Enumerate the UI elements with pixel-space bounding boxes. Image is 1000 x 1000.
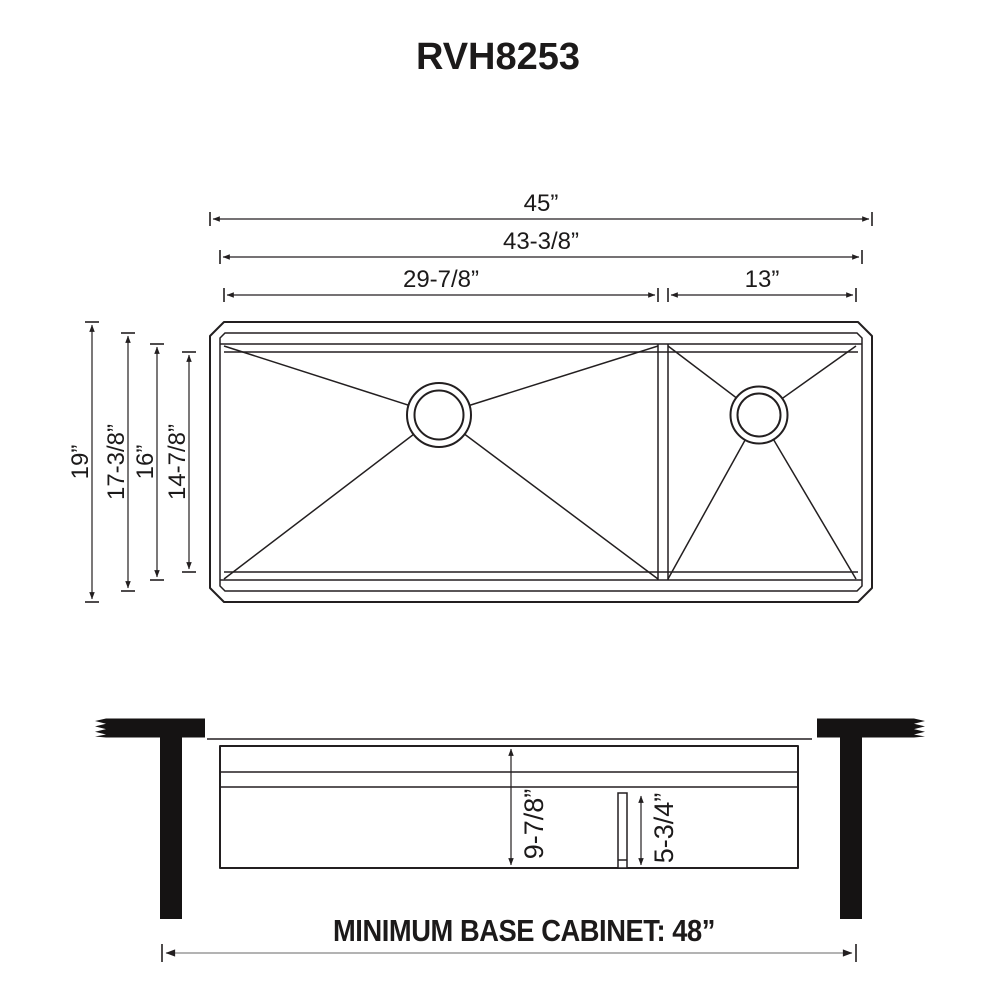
bowl-divider-profile bbox=[617, 792, 628, 869]
cabinet-leg-right bbox=[840, 737, 862, 919]
sink-outer-rim bbox=[209, 321, 873, 603]
page-title: RVH8253 bbox=[416, 36, 580, 78]
dim-label-bowl-depth: 14-7/8” bbox=[164, 424, 191, 500]
dim-label-overall-depth: 19” bbox=[67, 445, 94, 480]
sink-side-view: 9-7/8” 5-3/4” bbox=[95, 718, 925, 919]
left-drain-inner bbox=[413, 389, 465, 441]
dim-label-rim-depth: 16” bbox=[132, 445, 159, 480]
sink-inner-rim bbox=[219, 332, 863, 592]
sink-profile bbox=[219, 745, 799, 869]
countertop-right bbox=[817, 718, 925, 738]
countertop-left bbox=[95, 718, 205, 738]
dim-label-inner-depth: 17-3/8” bbox=[103, 424, 130, 500]
left-bowl bbox=[223, 345, 659, 580]
sink-top-view bbox=[209, 321, 873, 603]
top-dimensions: 45” 43-3/8” 29-7/8” 13” bbox=[209, 190, 873, 302]
dim-label-right-bowl-depth: 5-3/4” bbox=[649, 793, 679, 864]
left-dimensions: 19” 17-3/8” 16” 14-7/8” bbox=[67, 321, 196, 603]
min-base-cabinet-note: MINIMUM BASE CABINET: 48” bbox=[333, 913, 715, 948]
dim-label-inner-width: 43-3/8” bbox=[503, 228, 579, 255]
dim-label-left-bowl-depth: 9-7/8” bbox=[519, 789, 549, 860]
right-bowl bbox=[667, 345, 857, 580]
dim-label-right-bowl-width: 13” bbox=[745, 266, 780, 293]
cabinet-leg-left bbox=[160, 737, 182, 919]
base-cabinet-dimension: MINIMUM BASE CABINET: 48” bbox=[161, 913, 857, 962]
dim-label-overall-width: 45” bbox=[524, 190, 559, 217]
dim-label-left-bowl-width: 29-7/8” bbox=[403, 266, 479, 293]
right-drain-inner bbox=[736, 392, 782, 438]
